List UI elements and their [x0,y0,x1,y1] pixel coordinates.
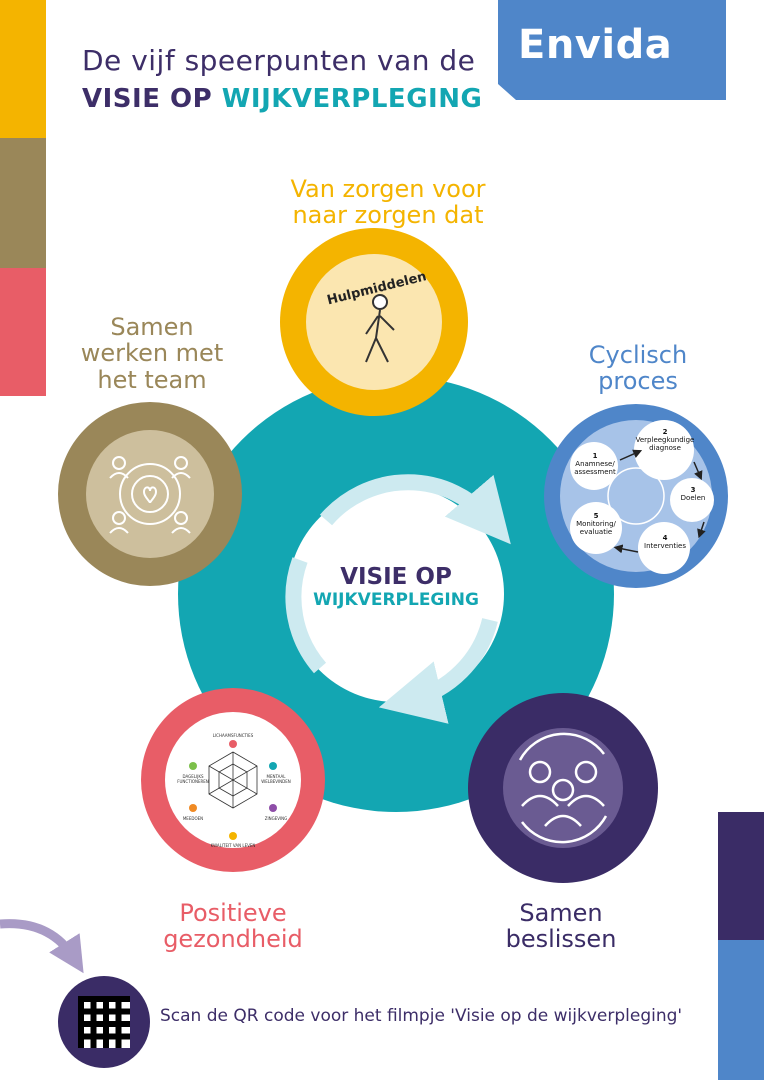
qr-code[interactable] [78,996,130,1048]
label-bottom-right-line2: beslissen [505,925,617,954]
page-title-line1: De vijf speerpunten van de [82,44,476,77]
label-right-line1: Cyclisch [588,341,688,369]
shared-decision-people-icon [518,732,608,844]
cyclic-process-graphic [570,420,714,574]
purple-shared-decision-circle [468,693,658,883]
cycle-arrows-graphic [285,474,511,724]
olive-teamwork-circle [58,402,242,586]
step-4-number: 4 [662,534,668,542]
label-bottom-right-line1: Samen [519,899,603,927]
label-top-line2: naar zorgen dat [292,201,484,230]
label-bottom-left-line2: gezondheid [163,925,303,954]
left-strip-olive [0,138,46,268]
center-title-line1: VISIE OP [340,564,452,590]
label-left-line2: werken met [80,339,224,368]
label-samen-beslissen: Samen beslissen [476,900,646,953]
envida-logo: Envida [518,22,673,68]
step-5-label: 5 Monitoring/ evaluatie [570,512,622,536]
step-3-label: 3 Doelen [672,486,714,502]
label-samen-werken: Samen werken met het team [62,313,242,394]
step-1-number: 1 [592,452,598,460]
center-title: VISIE OP WIJKVERPLEGING [286,564,506,610]
right-strip-purple [718,812,764,940]
left-strip-yellow [0,0,46,138]
right-strip-blue [718,940,764,1080]
page-title-line2: VISIE OP WIJKVERPLEGING [82,84,482,114]
spider-label-zingeving: ZINGEVING [264,816,288,821]
title-visie-op: VISIE OP [82,84,213,114]
step-4-label: 4 Interventies [638,534,692,550]
step-5-number: 5 [593,512,599,520]
center-title-line2: WIJKVERPLEGING [313,590,479,610]
spider-label-mentaal-welbevinden: MENTAAL WELBEVINDEN [261,774,291,784]
step-3-number: 3 [690,486,696,494]
label-positieve-gezondheid: Positieve gezondheid [138,900,328,953]
label-left-line3: het team [97,365,207,394]
label-bottom-left-line1: Positieve [179,899,287,927]
qr-caption: Scan de QR code voor het filmpje 'Visie … [160,1006,683,1026]
spider-label-meedoen: MEEDOEN [182,816,204,821]
label-right-line2: proces [598,367,678,396]
title-wijkverpleging: WIJKVERPLEGING [221,84,483,114]
label-left-line1: Samen [110,313,194,341]
team-gear-heart-icon [109,456,191,534]
logo-banner [498,0,726,100]
step-2-number: 2 [662,428,668,436]
curved-arrow [0,919,84,974]
spider-label-lichaamsfuncties: LICHAAMSFUNCTIES [212,733,254,738]
spider-label-kwaliteit-van-leven: KWALITEIT VAN LEVEN [210,843,256,848]
step-1-label: 1 Anamnese/ assessment [568,452,622,476]
walking-person-icon [365,294,395,363]
spider-label-dagelijks-functioneren: DAGELIJKS FUNCTIONEREN [177,774,209,784]
label-top-line1: Van zorgen voor [290,175,486,203]
label-cyclisch-proces: Cyclisch proces [548,342,728,395]
step-2-label: 2 Verpleegkundige diagnose [635,428,695,453]
positive-health-spider-chart [189,740,277,840]
label-van-zorgen-voor: Van zorgen voor naar zorgen dat [238,176,538,229]
left-strip-coral [0,268,46,396]
